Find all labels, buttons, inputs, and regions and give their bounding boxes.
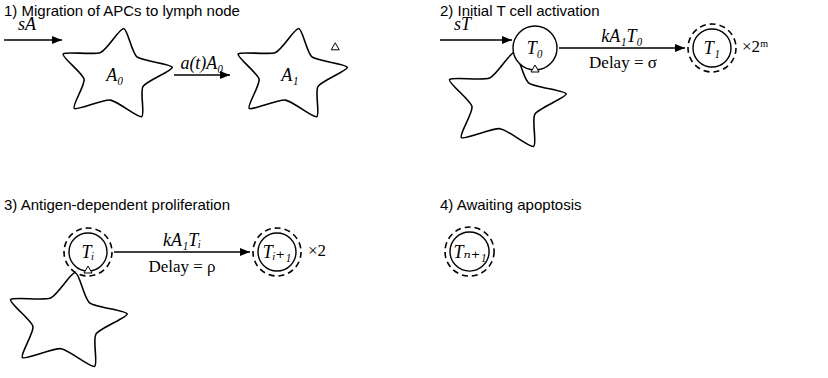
multiplier: ×2 [308, 241, 326, 261]
apc-cell-outline [449, 53, 566, 147]
t-cell: Tᵢ [63, 227, 113, 277]
multiplier: ×2ᵐ [742, 37, 768, 57]
delay-label: Delay = ρ [148, 257, 215, 277]
rate-label: a(t)A₀ [180, 53, 223, 74]
t-cell: T₀ [512, 25, 558, 71]
delay-label: Delay = σ [589, 53, 657, 73]
cell-label: T₁ [704, 38, 720, 59]
source-rate: sA [18, 14, 36, 35]
cell-label: Tₙ₊₁ [453, 241, 486, 263]
source-rate: sT [454, 14, 471, 35]
inflow-arrow [440, 39, 512, 40]
apc-cell: A₀ [57, 28, 173, 122]
t-cell: T₁ [687, 23, 737, 73]
panel-title: 4) Awaiting apoptosis [440, 196, 581, 213]
transition-arrow [174, 74, 230, 75]
rate-label: kA₁Tᵢ [163, 230, 201, 251]
cell-label: Tᵢ₊₁ [263, 241, 292, 263]
cell-label: Tᵢ [82, 242, 95, 263]
cell-label: T₀ [527, 38, 543, 59]
panel-title: 1) Migration of APCs to lymph node [4, 2, 240, 19]
cell-label: A₀ [106, 65, 123, 86]
apc-cell: A₁ [232, 28, 348, 122]
transition-arrow [114, 251, 250, 252]
t-cell: Tₙ₊₁ [444, 226, 495, 277]
panel-title: 3) Antigen-dependent proliferation [4, 196, 230, 213]
rate-label: kA₁T₀ [601, 26, 643, 47]
inflow-arrow [4, 39, 62, 40]
apc-cell-outline [10, 273, 127, 367]
transition-arrow [559, 47, 685, 48]
t-cell: Tᵢ₊₁ [252, 227, 302, 277]
cell-label: A₁ [281, 65, 298, 86]
